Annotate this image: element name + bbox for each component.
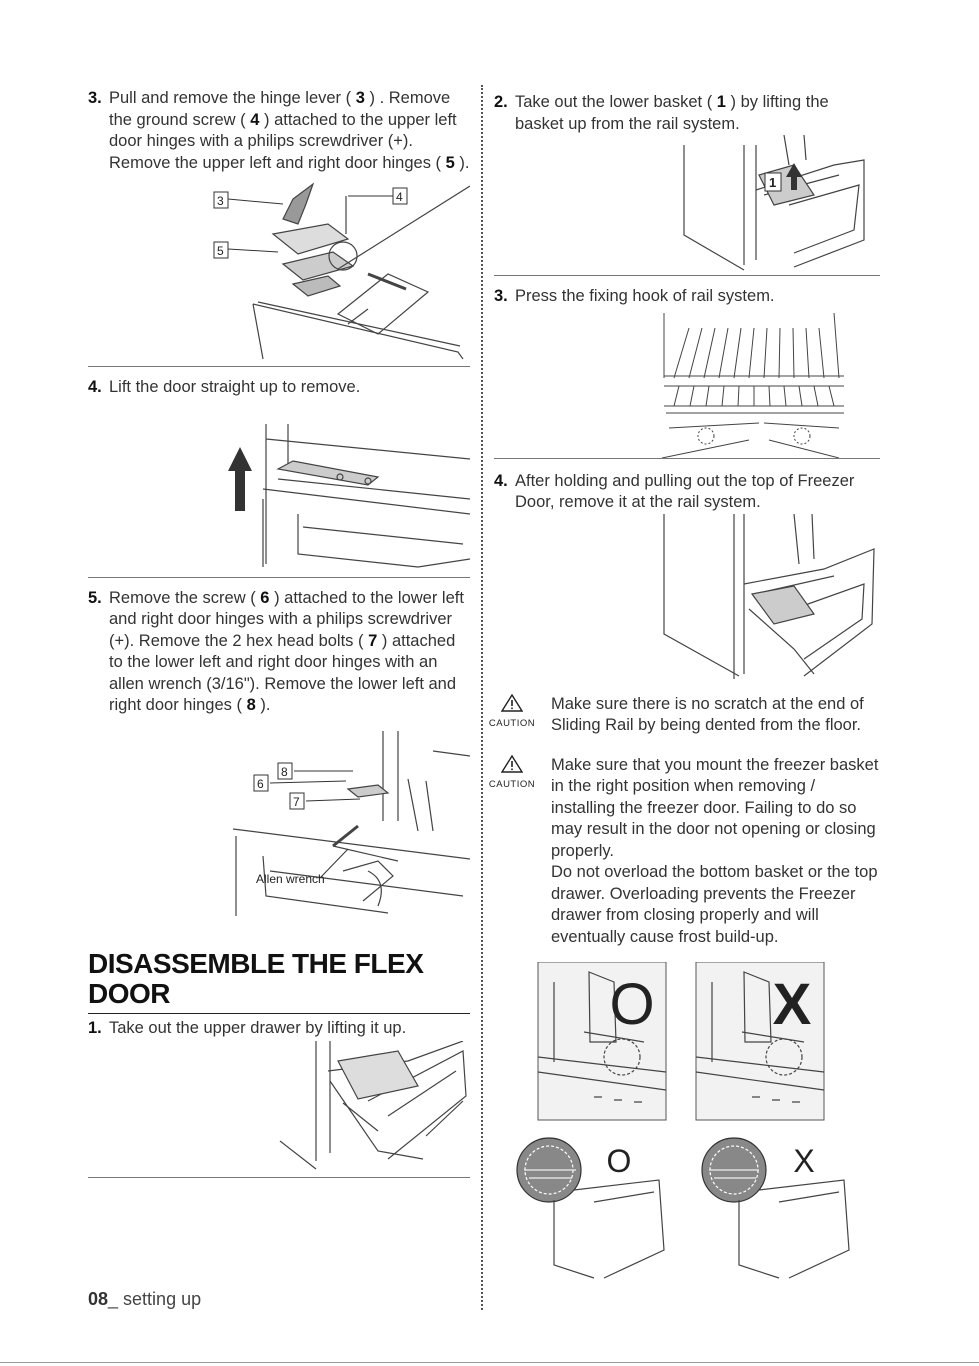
drawer-hooks-illustration: O X <box>516 1137 850 1279</box>
caution-triangle-icon <box>500 754 524 773</box>
lift-door-illustration <box>228 423 470 568</box>
step-text: Pull and remove the hinge lever ( 3 ) . … <box>109 89 470 172</box>
correct-mark: O <box>609 972 654 1037</box>
callout-7: 7 <box>293 795 300 809</box>
rail-slats <box>673 327 835 406</box>
step-text: Press the fixing hook of rail system. <box>515 287 775 305</box>
step-4-freezer-door: 4. After holding and pulling out the top… <box>494 471 880 514</box>
flex-step-1: 1. Take out the upper drawer by lifting … <box>88 1018 470 1040</box>
footer-label: _ setting up <box>108 1289 202 1309</box>
caution-text-mount: Make sure that you mount the freezer bas… <box>551 755 879 860</box>
freezer-door-illustration <box>663 513 875 679</box>
figure-upper-drawer <box>88 1041 470 1171</box>
step-text: Lift the door straight up to remove. <box>109 378 361 396</box>
caution-text-overload: Do not overload the bottom basket or the… <box>551 863 878 946</box>
step-text: Take out the upper drawer by lifting it … <box>109 1018 407 1037</box>
upper-drawer-illustration <box>279 1041 467 1170</box>
step-5-lower-hinge: 5. Remove the screw ( 6 ) attached to th… <box>88 588 470 717</box>
bottom-rule <box>0 1362 979 1363</box>
callout-4: 4 <box>396 190 403 204</box>
callout-1: 1 <box>769 175 776 190</box>
callout-6: 6 <box>257 777 264 791</box>
step-number: 3. <box>88 89 102 107</box>
step-2-lower-basket: 2. Take out the lower basket ( 1 ) by li… <box>494 92 880 135</box>
caution-triangle-icon <box>500 693 524 712</box>
figure-lower-basket: 1 <box>494 135 880 273</box>
caution-badge: CAUTION <box>482 754 542 791</box>
column-divider <box>481 85 483 1310</box>
figure-drawer-hooks: O X <box>494 1130 880 1280</box>
correct-mark-drawer: O <box>607 1143 632 1179</box>
figure-upper-hinge: 3 4 5 <box>88 174 470 364</box>
caution-text: Make sure there is no scratch at the end… <box>551 694 864 735</box>
caution-badge: CAUTION <box>482 693 542 730</box>
step-4-lift-door: 4. Lift the door straight up to remove. <box>88 377 470 399</box>
right-column: 2. Take out the lower basket ( 1 ) by li… <box>489 92 880 1280</box>
up-arrow-icon <box>228 446 252 511</box>
step-text: After holding and pulling out the top of… <box>515 471 855 512</box>
figure-lower-hinge: 8 6 7 Allen wrench <box>88 730 470 919</box>
lift-arrow-icon <box>786 163 802 190</box>
figure-freezer-door <box>494 513 880 684</box>
incorrect-mark-drawer: X <box>793 1143 814 1179</box>
lower-basket-illustration: 1 <box>683 135 865 271</box>
callout-8: 8 <box>281 765 288 779</box>
step-number: 5. <box>88 588 102 607</box>
callout-5: 5 <box>217 244 224 258</box>
separator <box>494 457 880 459</box>
step-text: Remove the screw ( 6 ) attached to the l… <box>109 588 464 715</box>
section-title: DISASSEMBLE THE FLEX DOOR <box>88 947 424 1009</box>
rail-hook-illustration <box>661 312 844 458</box>
lower-hinge-illustration: 8 6 7 Allen wrench <box>232 730 470 916</box>
step-number: 4. <box>494 471 508 490</box>
callout-3: 3 <box>217 194 224 208</box>
step-3-hinge-lever: 3. Pull and remove the hinge lever ( 3 )… <box>88 88 470 174</box>
figure-rail-hook <box>494 308 880 458</box>
step-number: 1. <box>88 1018 102 1037</box>
separator <box>88 576 470 578</box>
separator <box>88 1177 470 1178</box>
basket-position-illustration: O X <box>537 962 825 1121</box>
step-number: 2. <box>494 93 508 111</box>
separator <box>494 275 880 276</box>
allen-wrench-caption: Allen wrench <box>256 872 325 886</box>
left-column: 3. Pull and remove the hinge lever ( 3 )… <box>88 88 470 1178</box>
figure-lift-door <box>88 399 470 569</box>
caution-sliding-rail: CAUTION Make sure there is no scratch at… <box>489 693 880 737</box>
caution-freezer-basket: CAUTION Make sure that you mount the fre… <box>489 754 880 949</box>
separator <box>88 366 470 367</box>
page-footer: 08_ setting up <box>88 1289 201 1310</box>
step-3-fixing-hook: 3. Press the fixing hook of rail system. <box>494 286 880 308</box>
section-title-underline <box>88 1012 470 1014</box>
step-number: 4. <box>88 378 102 396</box>
page-number: 08 <box>88 1289 109 1309</box>
step-text: Take out the lower basket ( 1 ) by lifti… <box>515 93 829 133</box>
figure-basket-position: O X <box>494 962 880 1122</box>
step-number: 3. <box>494 287 508 305</box>
upper-hinge-illustration: 3 4 5 <box>213 182 470 360</box>
incorrect-mark: X <box>773 972 812 1037</box>
